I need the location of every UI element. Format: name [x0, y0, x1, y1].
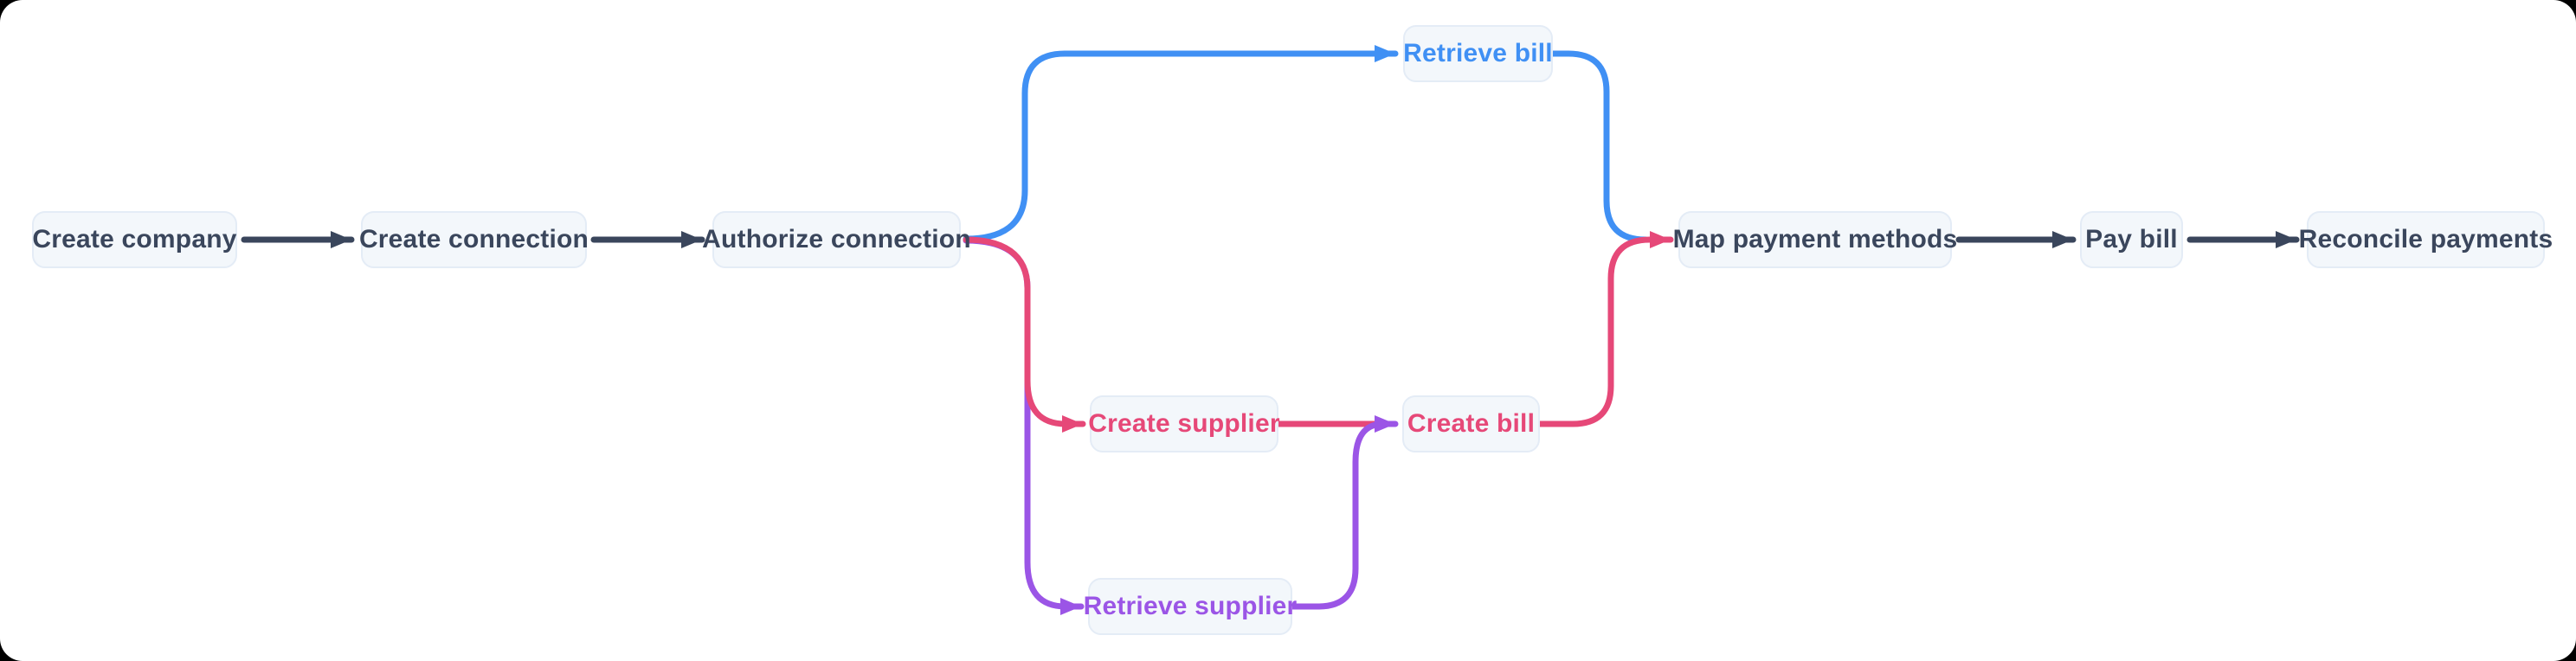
node-label: Create company [32, 225, 237, 253]
node-label: Map payment methods [1672, 225, 1958, 253]
edge-retrieve-supplier-to-create-bill [1289, 415, 1399, 610]
node-authorize-connection: Authorize connection [702, 211, 971, 268]
node-pay-bill: Pay bill [2080, 211, 2183, 268]
edge-authorize-connection-to-retrieve-bill [963, 45, 1399, 242]
node-label: Create connection [358, 225, 589, 253]
node-label: Retrieve supplier [1083, 592, 1298, 620]
node-label: Authorize connection [702, 225, 971, 253]
node-map-payment-methods: Map payment methods [1673, 211, 1957, 268]
node-create-supplier: Create supplier [1088, 395, 1280, 452]
node-create-connection: Create connection [358, 211, 589, 268]
node-label: Pay bill [2085, 225, 2178, 253]
node-retrieve-supplier: Retrieve supplier [1084, 578, 1297, 635]
edge-authorize-connection-to-create-supplier [963, 236, 1086, 433]
node-retrieve-bill: Retrieve bill [1403, 25, 1553, 82]
node-create-bill: Create bill [1402, 395, 1540, 452]
node-label: Retrieve bill [1403, 39, 1553, 67]
edge-retrieve-bill-to-map-payment-methods [1549, 50, 1649, 243]
node-label: Create supplier [1088, 409, 1280, 438]
node-label: Create bill [1407, 409, 1536, 438]
node-label: Reconcile payments [2298, 225, 2553, 253]
node-create-company: Create company [32, 211, 237, 268]
edge-create-bill-to-map-payment-methods [1536, 231, 1674, 427]
node-reconcile-payments: Reconcile payments [2299, 211, 2553, 268]
